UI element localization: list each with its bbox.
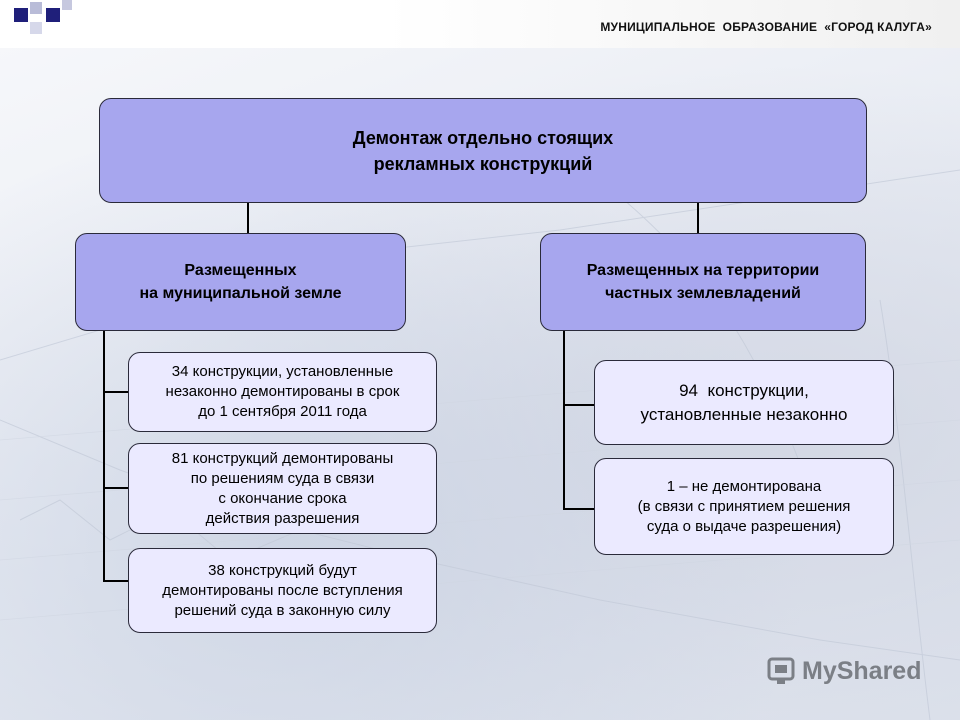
logo-square-2 xyxy=(30,2,42,14)
connector-root-right xyxy=(697,202,699,234)
logo-square-1 xyxy=(14,8,28,22)
header-bar: МУНИЦИПАЛЬНОЕ ОБРАЗОВАНИЕ «ГОРОД КАЛУГА» xyxy=(0,0,960,48)
left-item-2: 81 конструкций демонтированы по решениям… xyxy=(128,443,437,534)
right-item-2-line-1: 1 – не демонтирована xyxy=(666,477,822,495)
right-item-1-line-2: установленные незаконно xyxy=(640,404,848,424)
connector-left-branch-3 xyxy=(103,580,128,582)
right-category-line-1: Размещенных на территории xyxy=(586,262,820,279)
root-title-line-1: Демонтаж отдельно стоящих xyxy=(352,127,614,148)
right-category-box: Размещенных на территории частных землев… xyxy=(540,233,866,331)
left-item-2-line-3: с окончание срока xyxy=(218,489,347,507)
left-item-3-line-1: 38 конструкций будут xyxy=(208,561,357,579)
right-item-1: 94 конструкции, установленные незаконно xyxy=(594,360,894,445)
right-item-2: 1 – не демонтирована (в связи с принятие… xyxy=(594,458,894,555)
connector-right-trunk xyxy=(563,330,565,510)
left-category-box: Размещенных на муниципальной земле xyxy=(75,233,406,331)
connector-left-branch-1 xyxy=(103,391,128,393)
watermark: MyShared xyxy=(766,656,921,686)
left-item-1-line-2: незаконно демонтированы в срок xyxy=(165,383,400,400)
right-item-2-line-2: (в связи с принятием решения xyxy=(637,497,851,515)
logo-square-5 xyxy=(62,0,72,10)
left-category-line-1: Размещенных xyxy=(184,262,297,279)
root-box: Демонтаж отдельно стоящих рекламных конс… xyxy=(99,98,867,203)
connector-left-branch-2 xyxy=(103,487,128,489)
connector-left-trunk xyxy=(103,330,105,582)
left-item-1-line-1: 34 конструкции, установленные xyxy=(171,363,394,380)
logo-square-3 xyxy=(30,22,42,34)
connector-root-left xyxy=(247,202,249,234)
left-item-2-line-1: 81 конструкций демонтированы xyxy=(171,449,394,467)
right-category-line-2: частных землевладений xyxy=(605,285,801,302)
left-item-2-line-2: по решениям суда в связи xyxy=(190,469,375,487)
connector-right-branch-2 xyxy=(563,508,594,510)
left-item-3-line-3: решений суда в законную силу xyxy=(174,601,391,619)
myshared-logo-icon xyxy=(767,657,795,684)
left-item-3-line-2: демонтированы после вступления xyxy=(162,581,403,599)
header-title: МУНИЦИПАЛЬНОЕ ОБРАЗОВАНИЕ «ГОРОД КАЛУГА» xyxy=(600,20,932,34)
left-item-1-line-3: до 1 сентября 2011 года xyxy=(198,403,367,420)
connector-right-branch-1 xyxy=(563,404,594,406)
logo-square-4 xyxy=(46,8,60,22)
left-item-1: 34 конструкции, установленные незаконно … xyxy=(128,352,437,432)
right-item-1-line-1: 94 конструкции, xyxy=(679,380,809,400)
watermark-text: MyShared xyxy=(802,656,922,685)
left-category-line-2: на муниципальной земле xyxy=(139,285,342,302)
left-item-3: 38 конструкций будут демонтированы после… xyxy=(128,548,437,633)
root-title-line-2: рекламных конструкций xyxy=(373,153,593,174)
right-item-2-line-3: суда о выдаче разрешения) xyxy=(646,517,842,535)
left-item-2-line-4: действия разрешения xyxy=(205,509,360,527)
